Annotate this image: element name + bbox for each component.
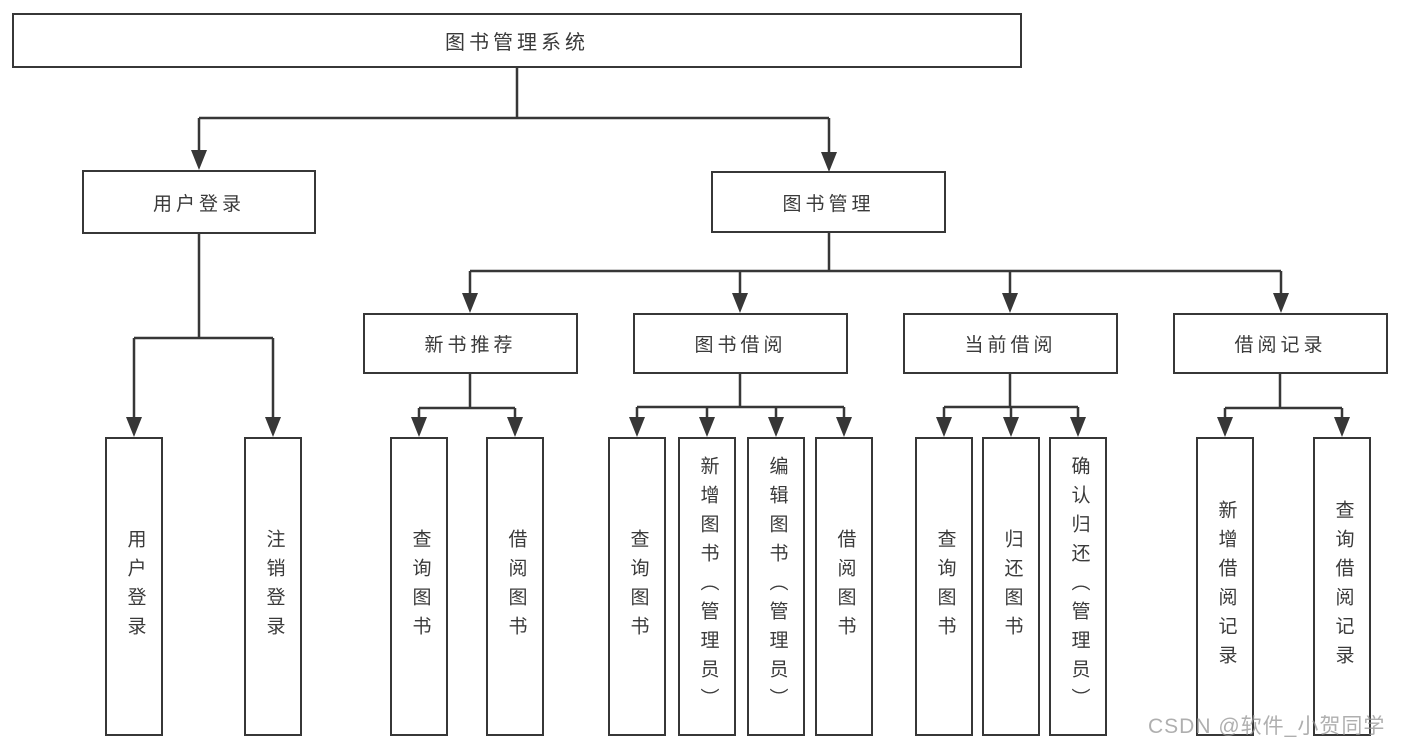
connector-records-to-leaves <box>1223 374 1344 421</box>
arrowhead <box>699 417 715 437</box>
arrowheads <box>126 150 1350 437</box>
connector-book-management-to-level3 <box>468 233 1283 297</box>
node-current-borrowing: 当前借阅 <box>903 313 1118 374</box>
node-leaf-confirm-return-admin: 确认归还（管理员） <box>1049 437 1107 736</box>
node-leaf-user-login: 用户登录 <box>105 437 163 736</box>
node-book-borrowing: 图书借阅 <box>633 313 848 374</box>
node-leaf-query-books-recommend: 查询图书 <box>390 437 448 736</box>
connector-borrowing-to-leaves <box>635 374 846 421</box>
arrowhead <box>1070 417 1086 437</box>
arrowhead <box>1273 293 1289 313</box>
arrowhead <box>191 150 207 170</box>
connector-user-login-to-leaves <box>132 234 275 421</box>
arrowhead <box>836 417 852 437</box>
connector-current-to-leaves <box>942 374 1080 421</box>
node-leaf-query-books-borrow: 查询图书 <box>608 437 666 736</box>
arrowhead <box>411 417 427 437</box>
arrowhead <box>732 293 748 313</box>
node-leaf-query-books-current: 查询图书 <box>915 437 973 736</box>
leaf-label: 查询图书 <box>409 528 431 645</box>
arrowhead <box>768 417 784 437</box>
arrowhead <box>1002 293 1018 313</box>
leaf-label: 注销登录 <box>263 528 285 645</box>
connector-root-to-level2 <box>197 68 831 156</box>
arrowhead <box>265 417 281 437</box>
arrowhead <box>462 293 478 313</box>
arrowhead <box>507 417 523 437</box>
leaf-label: 新增借阅记录 <box>1215 499 1237 674</box>
node-leaf-add-books-admin: 新增图书（管理员） <box>678 437 736 736</box>
leaf-label: 查询借阅记录 <box>1332 499 1354 674</box>
arrowhead <box>821 152 837 172</box>
node-leaf-edit-books-admin: 编辑图书（管理员） <box>747 437 805 736</box>
arrowhead <box>1334 417 1350 437</box>
node-new-book-recommendation: 新书推荐 <box>363 313 578 374</box>
node-borrowing-records: 借阅记录 <box>1173 313 1388 374</box>
node-leaf-add-borrow-record: 新增借阅记录 <box>1196 437 1254 736</box>
leaf-label: 查询图书 <box>627 528 649 645</box>
leaf-label: 查询图书 <box>934 528 956 645</box>
arrowhead <box>629 417 645 437</box>
leaf-label: 归还图书 <box>1001 528 1023 645</box>
arrowhead <box>1217 417 1233 437</box>
arrowhead <box>126 417 142 437</box>
leaf-label: 确认归还（管理员） <box>1068 456 1090 717</box>
node-leaf-logout: 注销登录 <box>244 437 302 736</box>
arrowhead <box>936 417 952 437</box>
leaf-label: 借阅图书 <box>834 528 856 645</box>
node-leaf-borrow-books: 借阅图书 <box>815 437 873 736</box>
leaf-label: 编辑图书（管理员） <box>766 456 788 717</box>
node-leaf-borrow-books-recommend: 借阅图书 <box>486 437 544 736</box>
leaf-label: 借阅图书 <box>505 528 527 645</box>
connector-recommendation-to-leaves <box>417 374 517 421</box>
node-leaf-return-books: 归还图书 <box>982 437 1040 736</box>
node-user-login: 用户登录 <box>82 170 316 234</box>
leaf-label: 新增图书（管理员） <box>697 456 719 717</box>
node-leaf-query-borrow-record: 查询借阅记录 <box>1313 437 1371 736</box>
csdn-watermark: CSDN @软件_小贺同学 <box>1148 715 1386 738</box>
node-library-management-system: 图书管理系统 <box>12 13 1022 68</box>
node-book-management: 图书管理 <box>711 171 946 233</box>
arrowhead <box>1003 417 1019 437</box>
leaf-label: 用户登录 <box>124 528 146 645</box>
